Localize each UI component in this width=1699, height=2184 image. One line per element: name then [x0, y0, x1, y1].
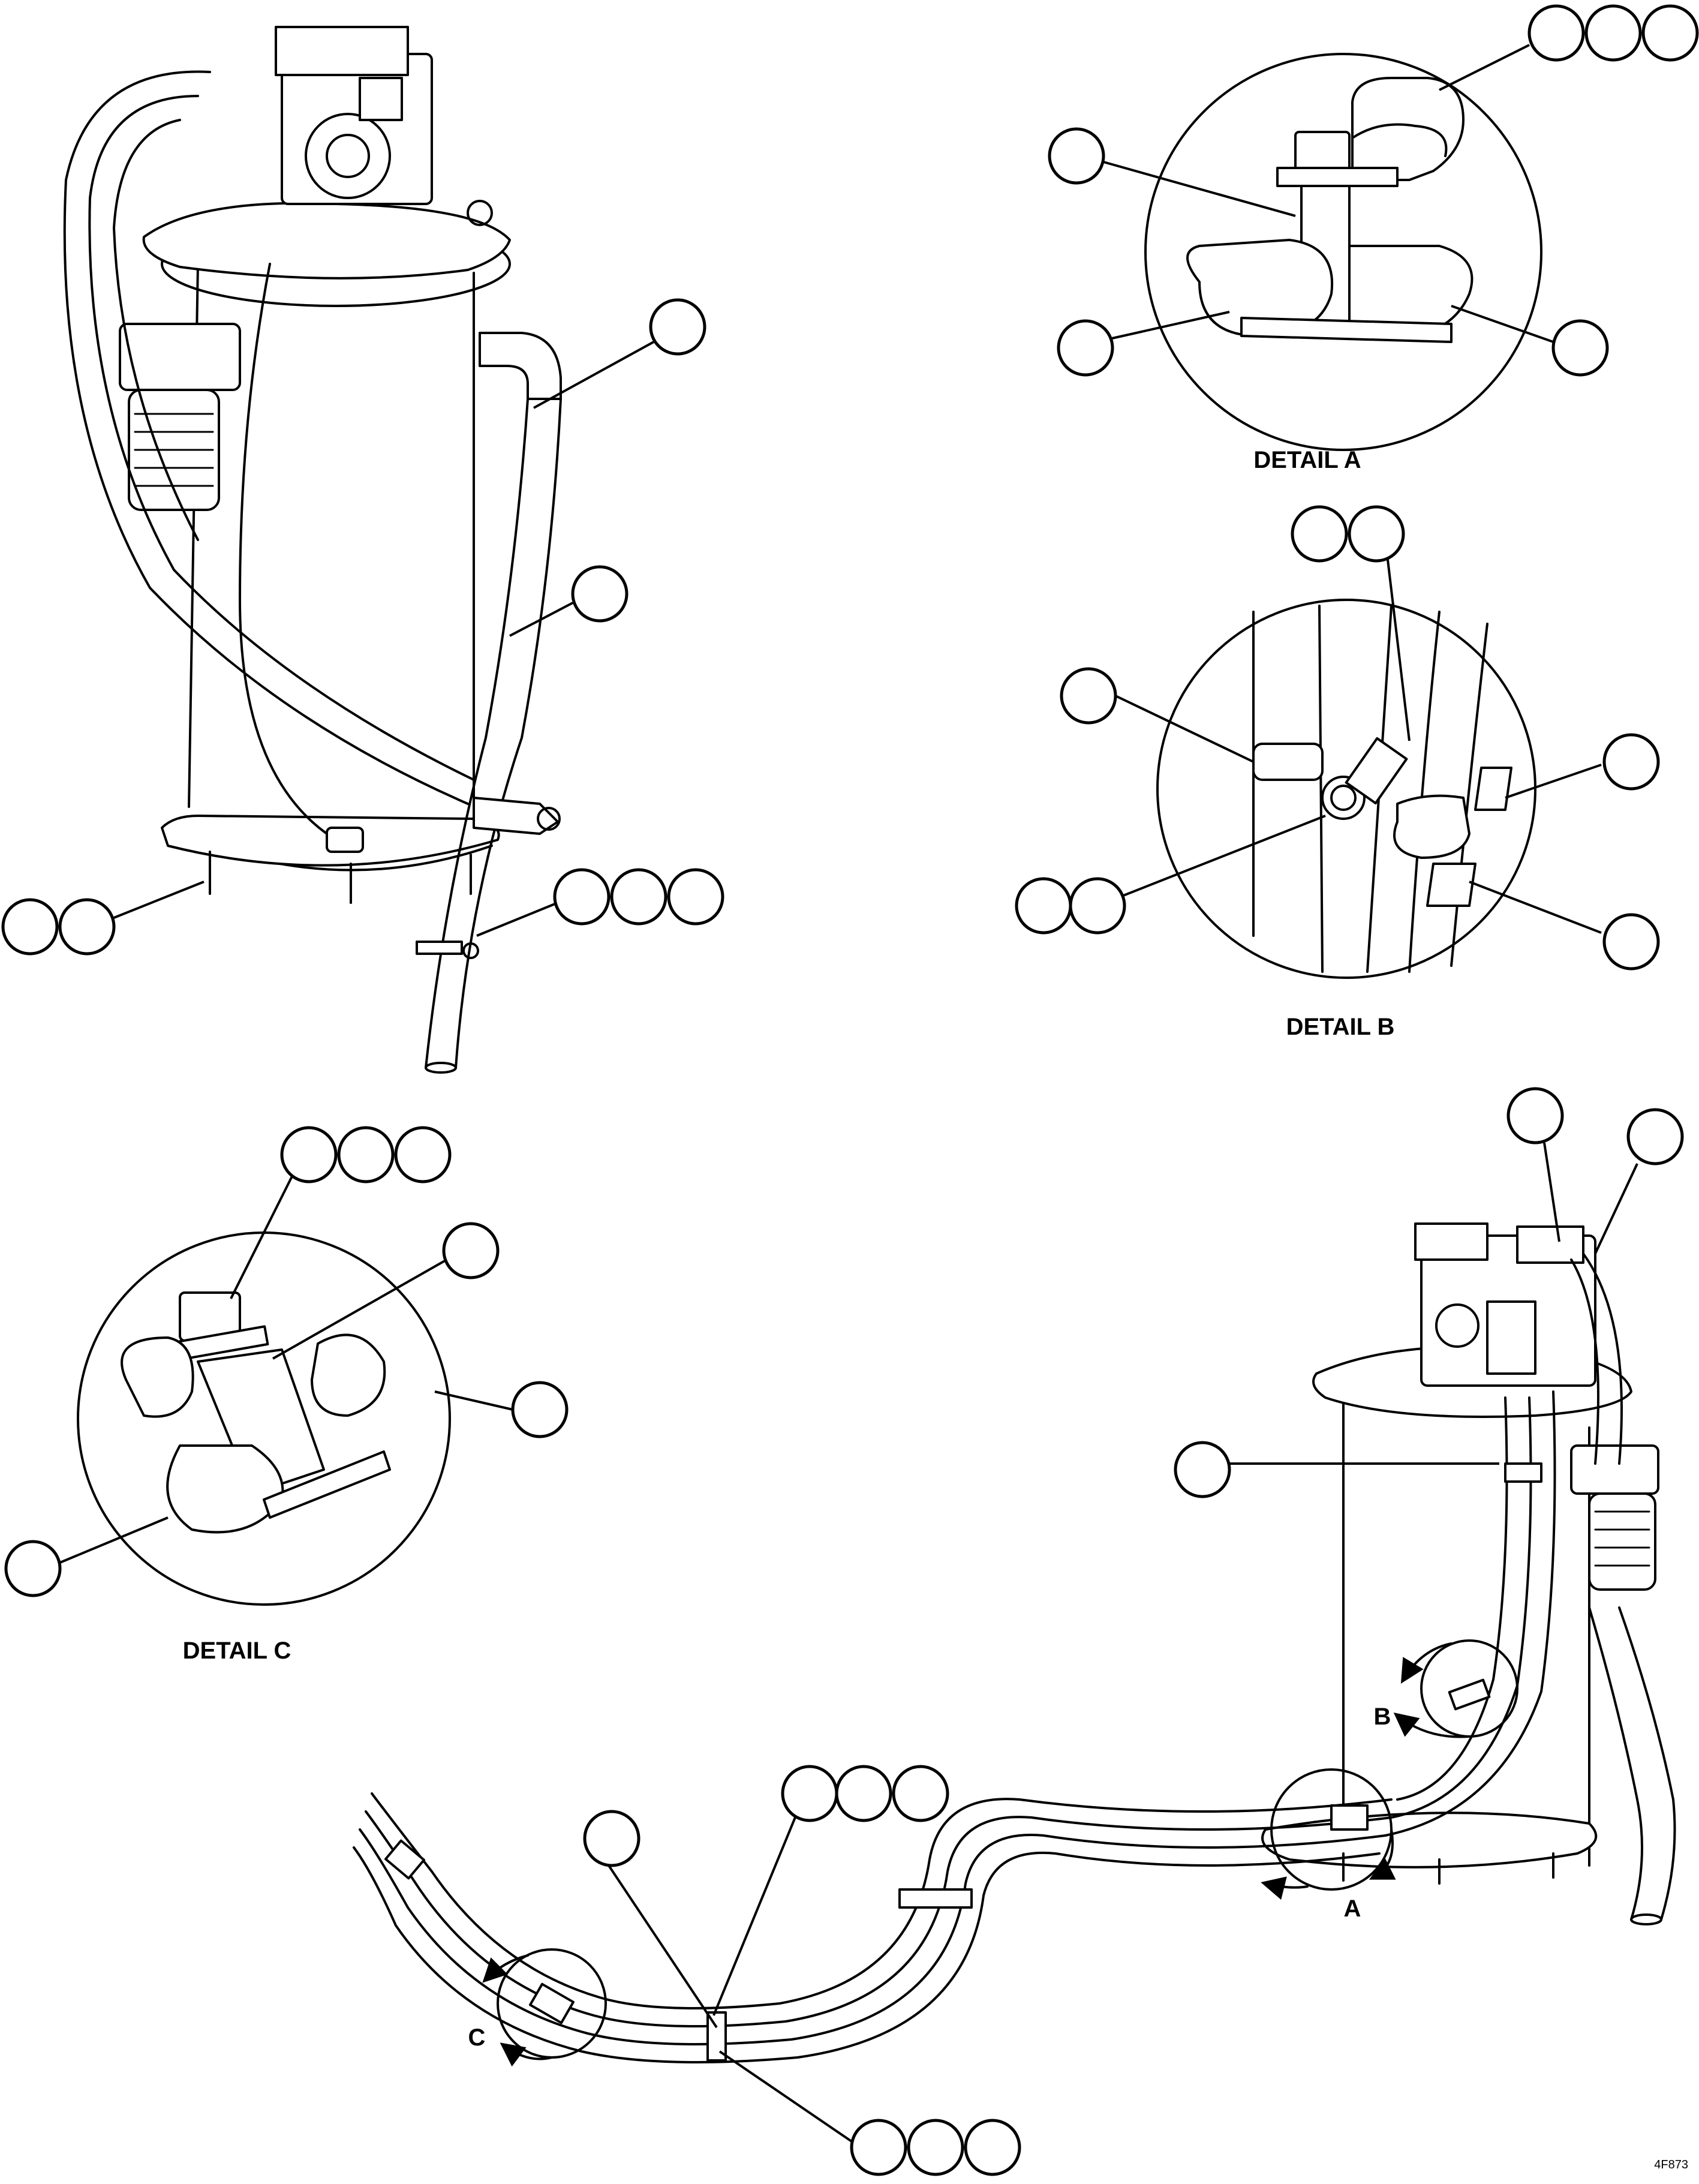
callout-bubble [583, 1810, 640, 1867]
callout-bubble [280, 1126, 338, 1183]
callout-bubble [1174, 1441, 1231, 1498]
callout-bubble [511, 1381, 569, 1438]
view-a-marker: A [1344, 1895, 1361, 1922]
callout-bubble [1348, 505, 1405, 563]
callout-bubble [1506, 1087, 1564, 1144]
detail-a: DETAIL A [1048, 4, 1699, 473]
drawing-number: 4F873 [1654, 2158, 1688, 2171]
callout-bubble [610, 868, 667, 926]
callout-bubble [1584, 4, 1642, 62]
callout-bubble [907, 2119, 964, 2176]
callout-bubble [1, 898, 59, 956]
callout-bubble [337, 1126, 395, 1183]
callout-bubble [394, 1126, 452, 1183]
callout-bubble [1060, 667, 1117, 725]
callout-bubble [442, 1222, 500, 1279]
detail-c: DETAIL C [4, 1126, 569, 1664]
callout-bubble [1602, 913, 1660, 971]
detail-b: DETAIL B [1015, 505, 1660, 1040]
main-view-callouts [1, 298, 724, 956]
callout-bubble [850, 2119, 907, 2176]
view-b-marker: B [1374, 1704, 1391, 1730]
callout-bubble [649, 298, 706, 356]
callout-bubble [835, 1765, 892, 1822]
callout-bubble [553, 868, 611, 926]
main-view-tank-assembly [63, 26, 562, 1074]
callout-bubble [1626, 1108, 1684, 1165]
callout-bubble [1551, 319, 1609, 377]
detail-a-title: DETAIL A [1253, 447, 1361, 473]
callout-bubble [1527, 4, 1585, 62]
callout-bubble [667, 868, 724, 926]
callout-bubble [1015, 877, 1072, 935]
lower-view-callouts [583, 1087, 1684, 2176]
callout-bubble [4, 1540, 62, 1597]
callout-bubble [1291, 505, 1348, 563]
lower-view-tank-assembly: A B C [353, 1222, 1676, 2067]
callout-bubble [781, 1765, 838, 1822]
callout-bubble [571, 565, 629, 623]
detail-c-title: DETAIL C [183, 1638, 291, 1664]
callout-bubble [1641, 4, 1699, 62]
callout-bubble [964, 2119, 1021, 2176]
callout-bubble [892, 1765, 949, 1822]
view-c-marker: C [468, 2024, 486, 2051]
callout-bubble [58, 898, 116, 956]
detail-b-title: DETAIL B [1286, 1014, 1395, 1040]
callout-bubble [1057, 319, 1114, 377]
callout-bubble [1602, 733, 1660, 791]
callout-bubble [1069, 877, 1126, 935]
callout-bubble [1048, 127, 1105, 185]
